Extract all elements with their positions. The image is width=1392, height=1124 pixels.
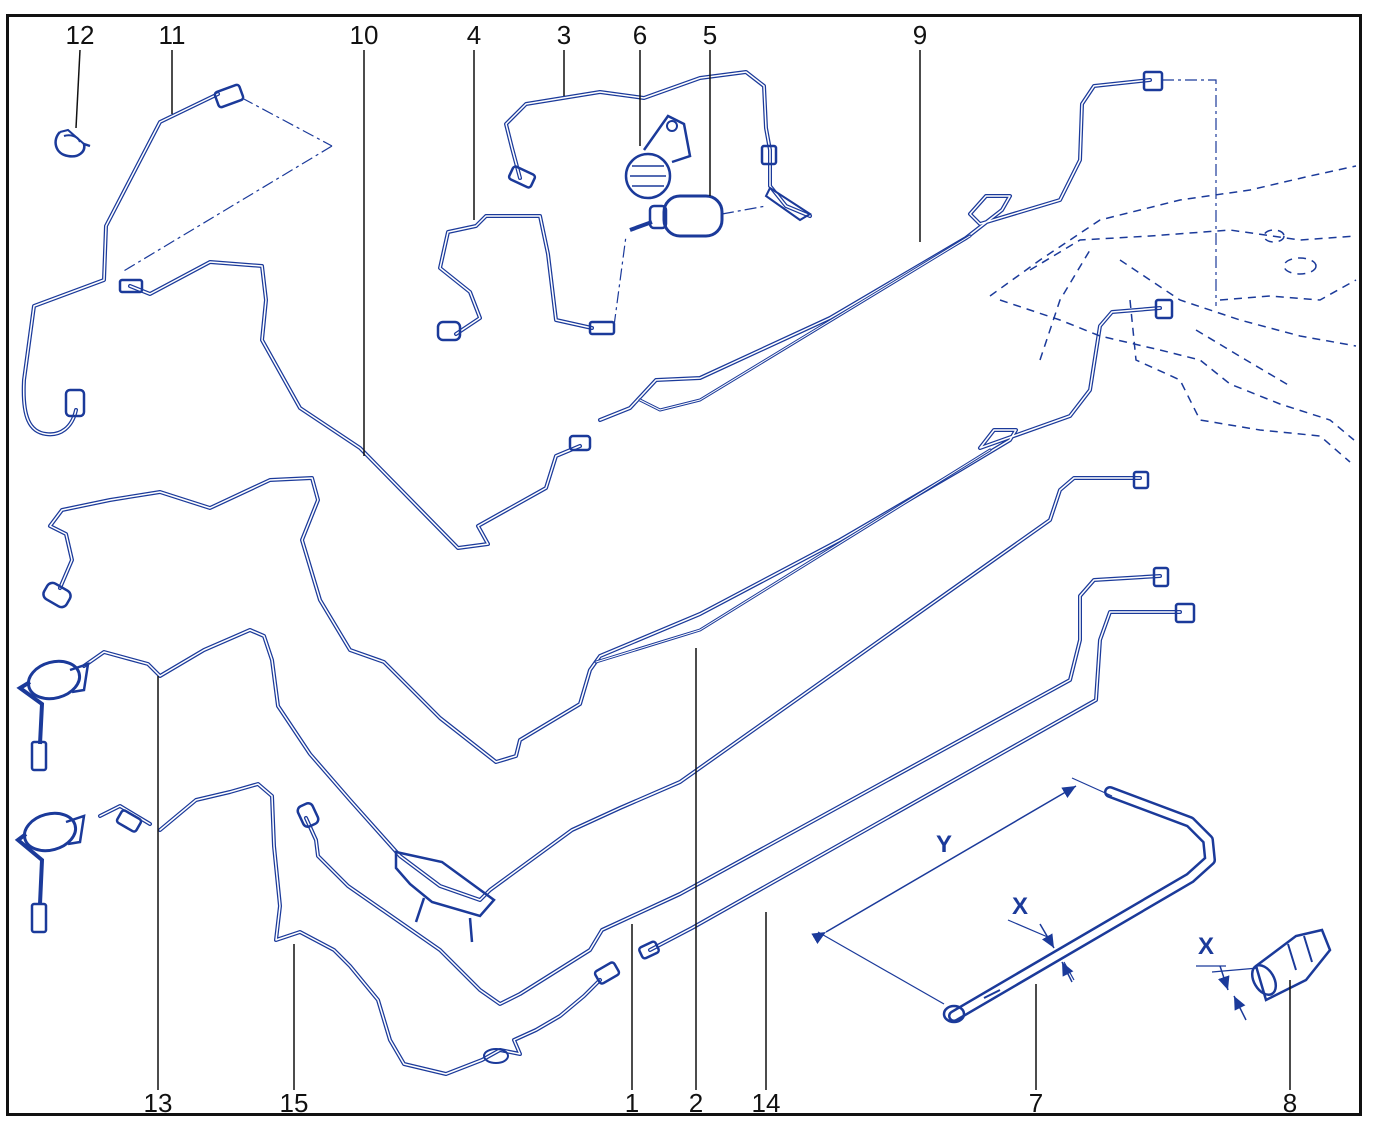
callout-5: 5 — [703, 20, 717, 50]
callout-12: 12 — [66, 20, 95, 50]
callout-9: 9 — [913, 20, 927, 50]
pipe-part-10 — [118, 260, 592, 550]
fitting-part-8 — [1196, 928, 1332, 1021]
dimension-x-tool: X — [1012, 893, 1028, 920]
pipe-part-1 — [296, 566, 1170, 1006]
callout-2: 2 — [689, 1088, 703, 1118]
pipe-part-13 — [16, 470, 1150, 943]
pipe-part-14 — [638, 602, 1196, 960]
dimension-y: Y — [936, 831, 952, 858]
dimension-x-fitting: X — [1198, 933, 1214, 960]
pipe-part-15 — [14, 782, 621, 1076]
clip-part-12 — [54, 128, 91, 158]
callout-14: 14 — [752, 1088, 781, 1118]
pipe-part-11 — [21, 83, 333, 437]
leader-lines — [75, 49, 1291, 1090]
dimension-labels: Y X X — [936, 831, 1214, 960]
callout-3: 3 — [557, 20, 571, 50]
callout-15: 15 — [280, 1088, 309, 1118]
pipe-part-3 — [504, 70, 812, 222]
pipe-part-9 — [598, 70, 1217, 422]
pipe-part-2 — [42, 298, 1174, 764]
callout-1: 1 — [625, 1088, 639, 1118]
callout-8: 8 — [1283, 1088, 1297, 1118]
engine-outline — [989, 165, 1357, 463]
callout-4: 4 — [467, 20, 481, 50]
pipe-part-4 — [436, 214, 627, 342]
callout-11: 11 — [159, 20, 186, 50]
bracket-part-6 — [624, 114, 692, 200]
callout-6: 6 — [633, 20, 647, 50]
callout-10: 10 — [350, 20, 379, 50]
diagram-frame — [6, 14, 1362, 1116]
filter-part-5 — [629, 194, 767, 238]
callout-7: 7 — [1029, 1088, 1043, 1118]
tool-part-7 — [811, 777, 1216, 1024]
callout-13: 13 — [144, 1088, 173, 1118]
callout-labels: 12 11 10 4 3 6 5 9 13 15 1 2 14 7 8 — [66, 20, 1298, 1118]
